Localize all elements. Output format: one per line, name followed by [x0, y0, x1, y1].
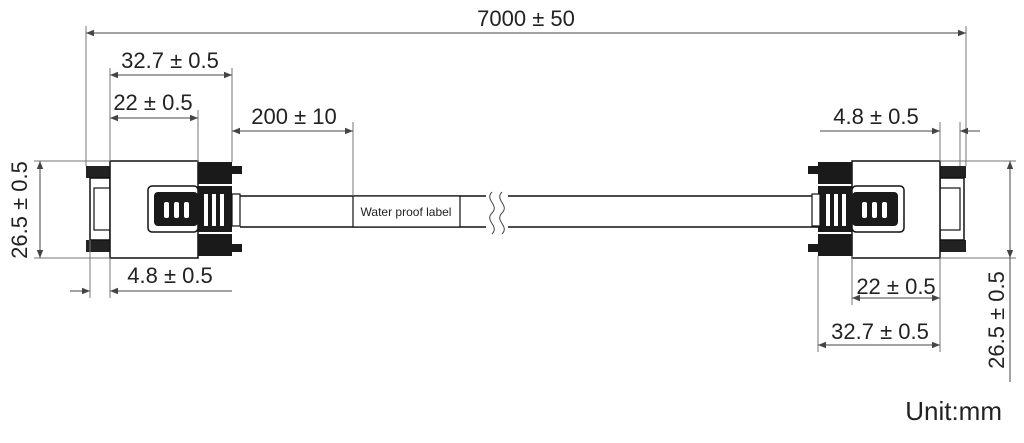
- dim-left-height: 26.5 ± 0.5: [7, 160, 110, 259]
- dim-left-connector-length: 32.7 ± 0.5: [109, 48, 233, 162]
- unit-label: Unit:mm: [905, 396, 1002, 426]
- cable: [240, 191, 818, 235]
- svg-text:26.5 ± 0.5: 26.5 ± 0.5: [7, 161, 32, 259]
- dim-overall: 7000 ± 50: [85, 6, 967, 166]
- svg-text:26.5 ± 0.5: 26.5 ± 0.5: [984, 271, 1009, 369]
- svg-text:Water proof label: Water proof label: [361, 205, 452, 219]
- right-connector: [808, 160, 966, 259]
- dim-right-flange: 4.8 ± 0.5: [820, 104, 980, 166]
- dim-right-body-length: 22 ± 0.5: [851, 256, 941, 305]
- dim-label-offset: 200 ± 10: [232, 104, 354, 196]
- svg-text:32.7 ± 0.5: 32.7 ± 0.5: [831, 319, 929, 344]
- dim-left-body-length: 22 ± 0.5: [110, 90, 199, 162]
- left-connector: [86, 160, 242, 259]
- svg-text:4.8 ± 0.5: 4.8 ± 0.5: [833, 104, 918, 129]
- dim-left-flange: 4.8 ± 0.5: [70, 240, 232, 298]
- svg-text:32.7 ± 0.5: 32.7 ± 0.5: [121, 48, 219, 73]
- svg-text:22 ± 0.5: 22 ± 0.5: [113, 90, 192, 115]
- water-proof-label: Water proof label: [352, 195, 461, 228]
- svg-text:200 ± 10: 200 ± 10: [251, 104, 336, 129]
- svg-text:7000 ± 50: 7000 ± 50: [477, 6, 575, 31]
- dim-right-height: 26.5 ± 0.5: [940, 160, 1016, 382]
- svg-text:22 ± 0.5: 22 ± 0.5: [856, 274, 935, 299]
- dim-right-connector-length: 32.7 ± 0.5: [817, 256, 941, 352]
- svg-text:4.8 ± 0.5: 4.8 ± 0.5: [127, 263, 212, 288]
